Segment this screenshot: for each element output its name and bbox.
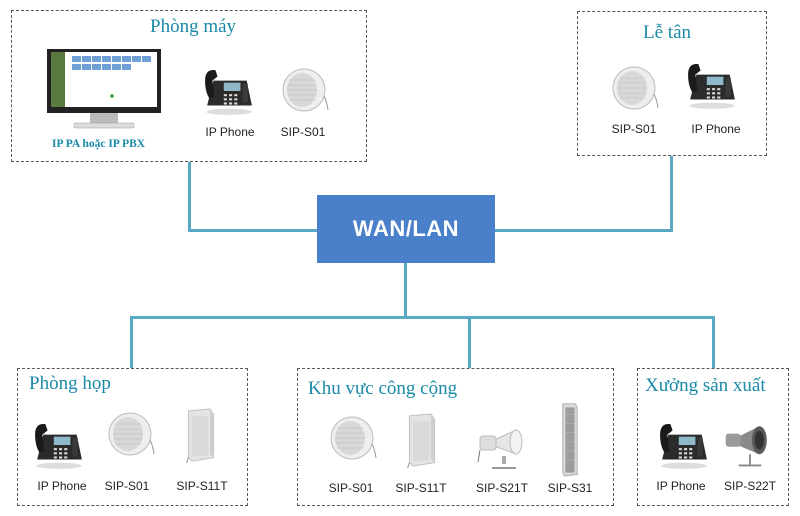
ip-phone-icon — [658, 420, 710, 470]
connector-server-to-hub — [188, 229, 319, 232]
connector-hub-down — [404, 262, 407, 318]
zone-server-room-title: Phòng máy — [150, 16, 237, 37]
device-label: SIP-S01 — [280, 125, 326, 139]
zone-meeting-room-title: Phòng họp — [29, 373, 111, 394]
monitor-icon — [46, 48, 162, 132]
device-label: SIP-S21T — [475, 481, 529, 495]
wan-lan-hub: WAN/LAN — [317, 195, 495, 263]
hub-label: WAN/LAN — [352, 216, 460, 241]
connector-server-down — [188, 162, 191, 232]
connector-factory-drop — [712, 316, 715, 368]
pc-label: IP PA hoặc IP PBX — [52, 138, 146, 150]
zone-reception — [577, 11, 767, 156]
ceiling-speaker-icon — [106, 410, 156, 458]
device-label: SIP-S11T — [176, 479, 228, 493]
connector-reception-down — [670, 156, 673, 232]
device-label: SIP-S01 — [104, 479, 150, 493]
device-label: SIP-S22T — [723, 479, 777, 493]
connector-hub-to-reception — [493, 229, 673, 232]
zone-factory-title: Xưởng sản xuất — [645, 375, 766, 396]
device-label: IP Phone — [691, 122, 741, 136]
ip-phone-icon — [203, 66, 255, 116]
device-label: SIP-S01 — [328, 481, 374, 495]
device-label: IP Phone — [205, 125, 255, 139]
device-label: SIP-S01 — [611, 122, 657, 136]
zone-reception-title: Lễ tân — [643, 22, 692, 43]
device-label: IP Phone — [37, 479, 87, 493]
device-label: SIP-S11T — [395, 481, 447, 495]
wall-speaker-icon — [183, 406, 219, 466]
ip-phone-icon — [33, 420, 85, 470]
connector-meeting-drop — [130, 316, 133, 368]
ceiling-speaker-icon — [610, 64, 660, 112]
ip-phone-icon — [686, 60, 738, 110]
column-speaker-icon — [558, 402, 582, 478]
connector-public-drop — [468, 316, 471, 368]
zone-public-area-title: Khu vực công cộng — [308, 378, 458, 399]
ceiling-speaker-icon — [280, 66, 330, 114]
wall-speaker-icon — [404, 411, 440, 471]
device-label: IP Phone — [656, 479, 706, 493]
horn-speaker-icon — [474, 418, 534, 470]
horn-speaker-icon — [722, 418, 778, 468]
device-label: SIP-S31 — [547, 481, 593, 495]
ceiling-speaker-icon — [328, 414, 378, 462]
connector-bus — [130, 316, 715, 319]
